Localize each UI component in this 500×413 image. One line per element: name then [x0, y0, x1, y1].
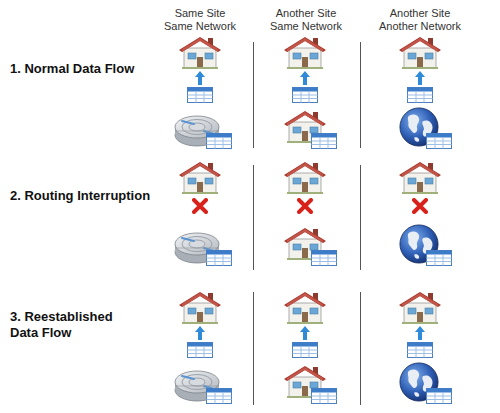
data-table-icon: [207, 134, 232, 149]
flow-arrow: [195, 326, 205, 340]
flow-arrow: [300, 326, 310, 340]
flow-arrow: [300, 71, 310, 85]
data-table-icon: [312, 251, 337, 266]
red-cross: [299, 200, 311, 212]
data-table-icon: [312, 389, 337, 404]
house-icon: [399, 37, 441, 69]
house-icon: [399, 162, 441, 194]
data-table-icon: [188, 88, 213, 103]
row-heading: 2. Routing Interruption: [10, 188, 178, 204]
row-heading: 3. Reestablished Data Flow: [10, 309, 128, 341]
flow-arrow: [415, 71, 425, 85]
data-table-icon: [408, 88, 433, 103]
red-cross: [194, 200, 206, 212]
data-table-icon: [408, 343, 433, 358]
data-table-icon: [207, 389, 232, 404]
column-header: Another Site Another Network: [374, 7, 466, 33]
house-icon: [179, 292, 221, 324]
data-table-icon: [293, 88, 318, 103]
house-icon: [179, 37, 221, 69]
row-heading: 1. Normal Data Flow: [10, 61, 178, 77]
data-table-icon: [293, 343, 318, 358]
data-table-icon: [188, 343, 213, 358]
house-icon: [179, 162, 221, 194]
interruption-row: [175, 162, 452, 266]
data-table-icon: [427, 134, 452, 149]
house-icon: [399, 292, 441, 324]
normal-flow-row: [175, 37, 452, 149]
data-table-icon: [427, 389, 452, 404]
data-table-icon: [427, 251, 452, 266]
column-header: Another Site Same Network: [263, 7, 349, 33]
reestablished-flow-row: [175, 292, 452, 404]
data-table-icon: [207, 251, 232, 266]
column-separator: [254, 42, 361, 405]
house-icon: [284, 162, 326, 194]
data-table-icon: [312, 134, 337, 149]
red-cross: [414, 200, 426, 212]
house-icon: [284, 37, 326, 69]
flow-arrow: [195, 71, 205, 85]
house-icon: [284, 292, 326, 324]
flow-arrow: [415, 326, 425, 340]
column-header: Same Site Same Network: [161, 7, 239, 33]
